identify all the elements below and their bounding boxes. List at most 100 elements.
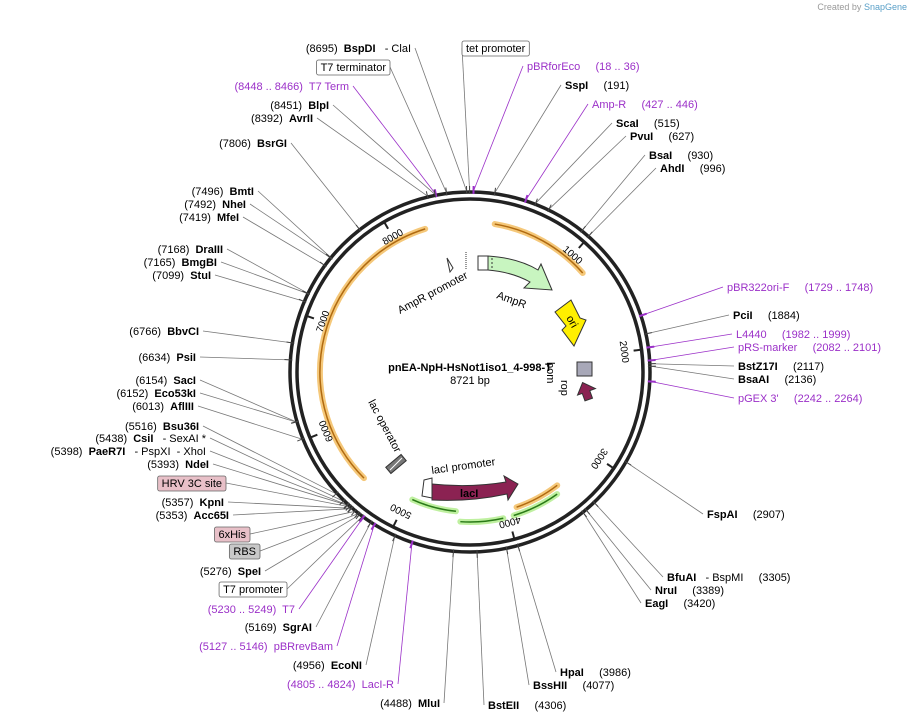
- label-bsaai[interactable]: BsaAI (2136): [738, 374, 816, 386]
- label-pvui[interactable]: PvuI (627): [630, 131, 694, 143]
- label-bsai[interactable]: BsaI (930): [649, 150, 713, 162]
- label-bsrgi[interactable]: (7806) BsrGI: [219, 138, 287, 150]
- label-saci[interactable]: (6154) SacI: [135, 375, 196, 387]
- label-bmti[interactable]: (7496) BmtI: [192, 186, 254, 198]
- label-l4440[interactable]: L4440 (1982 .. 1999): [736, 329, 850, 341]
- lac-operator-feature[interactable]: [385, 453, 407, 475]
- site-name: BstEII: [488, 700, 519, 712]
- mark-csii: [339, 498, 346, 506]
- label-paer7i[interactable]: (5398) PaeR7I - PspXI - XhoI: [51, 446, 206, 458]
- label-text-nrui: NruI (3389): [655, 585, 724, 597]
- label-ndei[interactable]: (5393) NdeI: [147, 459, 209, 471]
- label-stui[interactable]: (7099) StuI: [152, 270, 211, 282]
- ampr-feature[interactable]: [487, 255, 553, 291]
- leader-bsu36i: [202, 425, 337, 495]
- annotation-labels: (8695) BspDI - ClaI tet promoter T7 termin…: [51, 40, 881, 712]
- leader-ahdi: [588, 167, 657, 236]
- label-bsshii[interactable]: BssHII (4077): [533, 680, 614, 692]
- mark-paer7i: [343, 502, 350, 509]
- label-draiii[interactable]: (7168) DraIII: [158, 244, 223, 256]
- label-eagi[interactable]: EagI (3420): [645, 598, 715, 610]
- site-name: BmtI: [230, 186, 254, 198]
- label-t7termprimer[interactable]: (8448 .. 8466) T7 Term: [234, 81, 349, 93]
- label-econi[interactable]: (4956) EcoNI: [293, 660, 362, 672]
- site-name: SspI: [565, 80, 588, 92]
- label-nrui[interactable]: NruI (3389): [655, 585, 724, 597]
- label-text-bsu36i: (5516) Bsu36I: [125, 421, 199, 433]
- label-bfuai[interactable]: BfuAI - BspMI (3305): [667, 572, 790, 584]
- label-pbrrevbam[interactable]: (5127 .. 5146) pBRrevBam: [199, 641, 333, 653]
- label-sspi[interactable]: SspI (191): [565, 80, 629, 92]
- label-afliii[interactable]: (6013) AflIII: [132, 401, 194, 413]
- label-acc65i[interactable]: (5353) Acc65I: [156, 510, 229, 522]
- orf-arc-left: [319, 228, 426, 479]
- label-mlui[interactable]: (4488) MluI: [380, 698, 440, 710]
- tick-1000: [578, 241, 585, 249]
- leader-acc65i: [232, 508, 352, 516]
- leader-saci: [199, 379, 297, 423]
- label-blpi[interactable]: (8451) BlpI: [270, 100, 329, 112]
- leader-mfei: [242, 216, 325, 266]
- label-sixhis[interactable]: 6xHis: [214, 526, 251, 543]
- label-nhei[interactable]: (7492) NheI: [184, 199, 246, 211]
- tick-label-3000: 3000: [588, 446, 610, 471]
- label-text-bmti: (7496) BmtI: [192, 186, 254, 198]
- label-t7term[interactable]: T7 terminator: [316, 59, 391, 76]
- label-bsu36i[interactable]: (5516) Bsu36I: [125, 421, 199, 433]
- label-pbr322ori[interactable]: pBR322ori-F (1729 .. 1748): [727, 282, 873, 294]
- ori-feature[interactable]: [554, 299, 587, 347]
- label-ampr[interactable]: Amp-R (427 .. 446): [592, 99, 698, 111]
- snapgene-logo: SnapGene: [863, 2, 907, 12]
- label-prsmarker[interactable]: pRS-marker (2082 .. 2101): [738, 342, 881, 354]
- label-psii[interactable]: (6634) PsiI: [139, 352, 197, 364]
- tick-4000: [511, 531, 516, 540]
- leader-eagi: [583, 512, 642, 604]
- label-bsteii[interactable]: BstEII (4306): [488, 700, 566, 712]
- label-t7primer[interactable]: (5230 .. 5249) T7: [208, 604, 295, 616]
- label-bspdi[interactable]: (8695) BspDI - ClaI: [306, 43, 411, 55]
- label-tetprom[interactable]: tet promoter: [461, 40, 530, 57]
- mark-bsu36i: [332, 491, 339, 498]
- label-pgex3[interactable]: pGEX 3' (2242 .. 2264): [738, 393, 862, 405]
- ampr-promoter-arrow: [446, 257, 454, 274]
- label-bmgbi[interactable]: (7165) BmgBI: [144, 257, 217, 269]
- label-csii[interactable]: (5438) CsiI - SexAI *: [95, 433, 206, 445]
- label-hpai[interactable]: HpaI (3986): [560, 667, 631, 679]
- label-text-bstz17i: BstZ17I (2117): [738, 361, 824, 373]
- site-pos: (627): [653, 131, 694, 143]
- label-kpni[interactable]: (5357) KpnI: [162, 497, 224, 509]
- label-fspai[interactable]: FspAI (2907): [707, 509, 785, 521]
- label-bbvci[interactable]: (6766) BbvCI: [129, 326, 199, 338]
- orf-arc-orange-2: [516, 484, 558, 508]
- site-pos: (191): [588, 80, 629, 92]
- label-sgrai[interactable]: (5169) SgrAI: [245, 622, 312, 634]
- label-bstz17i[interactable]: BstZ17I (2117): [738, 361, 824, 373]
- label-text-paer7i: (5398) PaeR7I - PspXI - XhoI: [51, 446, 206, 458]
- label-t7prom[interactable]: T7 promoter: [218, 581, 288, 598]
- laci-feature[interactable]: [431, 474, 519, 502]
- label-text-t7termprimer: (8448 .. 8466) T7 Term: [234, 81, 349, 93]
- site-pos: (4488): [380, 698, 418, 710]
- site-pos: (5276): [200, 566, 238, 578]
- site-name: ScaI: [616, 118, 639, 130]
- label-eco53ki[interactable]: (6152) Eco53kI: [116, 388, 196, 400]
- ampr-promoter-box: [477, 255, 489, 271]
- label-lacir[interactable]: (4805 .. 4824) LacI-R: [287, 679, 394, 691]
- label-text-csii: (5438) CsiI - SexAI *: [95, 433, 206, 445]
- label-ahdi[interactable]: AhdI (996): [660, 163, 725, 175]
- label-hrv3c[interactable]: HRV 3C site: [157, 475, 227, 492]
- label-text-saci: (6154) SacI: [135, 375, 196, 387]
- leader-lacir: [397, 543, 413, 685]
- label-avrii[interactable]: (8392) AvrII: [251, 113, 313, 125]
- leader-hpai: [517, 546, 557, 673]
- label-spei[interactable]: (5276) SpeI: [200, 566, 261, 578]
- rop-feature[interactable]: [574, 379, 598, 402]
- label-text-econi: (4956) EcoNI: [293, 660, 362, 672]
- label-rbs[interactable]: RBS: [228, 543, 261, 560]
- label-text-sixhis: 6xHis: [218, 529, 246, 541]
- label-pcii[interactable]: PciI (1884): [733, 310, 800, 322]
- label-pbrforeco[interactable]: pBRforEco (18 .. 36): [527, 61, 640, 73]
- label-mfei[interactable]: (7419) MfeI: [179, 212, 239, 224]
- site-pos: (5169): [245, 622, 283, 634]
- label-scai[interactable]: ScaI (515): [616, 118, 680, 130]
